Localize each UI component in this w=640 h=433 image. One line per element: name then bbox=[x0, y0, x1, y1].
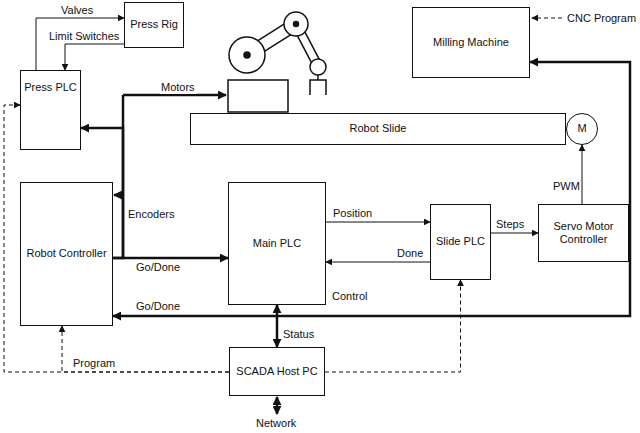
plc-box: Press PLC bbox=[20, 70, 81, 150]
signal-label: PWM bbox=[552, 180, 581, 193]
box-label: Milling Machine bbox=[430, 36, 512, 49]
signal-connector bbox=[491, 233, 538, 234]
robot-arm bbox=[228, 12, 326, 112]
slide-box: Robot Slide bbox=[190, 113, 566, 145]
box-label: Robot Controller bbox=[23, 247, 109, 260]
host-pc-box: SCADA Host PC bbox=[229, 347, 325, 396]
signal-label: Program bbox=[72, 357, 116, 370]
signal-connector bbox=[65, 44, 124, 70]
cnc-program-arrow bbox=[532, 18, 562, 19]
signal-label: Valves bbox=[60, 4, 94, 17]
signal-label: Control bbox=[331, 290, 368, 303]
program-link bbox=[62, 326, 229, 372]
signal-label: Steps bbox=[495, 218, 525, 231]
signal-connector bbox=[326, 222, 430, 223]
machine-box: Milling Machine bbox=[412, 7, 530, 78]
box-label: M bbox=[574, 122, 589, 135]
signal-connector bbox=[582, 145, 583, 204]
signal-label: Network bbox=[255, 417, 297, 430]
signal-label: Go/Done bbox=[135, 261, 181, 274]
box-label: Servo Motor Controller bbox=[539, 220, 628, 246]
signal-connector bbox=[36, 18, 124, 70]
press-rig-box: Press Rig bbox=[124, 2, 184, 48]
box-label: Main PLC bbox=[250, 237, 304, 250]
signal-connector bbox=[276, 305, 279, 347]
signal-label: CNC Program bbox=[566, 12, 637, 25]
signal-connector bbox=[113, 62, 630, 316]
program-link bbox=[325, 280, 461, 372]
signal-connector bbox=[113, 257, 228, 260]
box-label: Press Rig bbox=[127, 18, 181, 31]
signal-connector bbox=[326, 262, 430, 263]
signal-label: Go/Done bbox=[135, 300, 181, 313]
box-label: Press PLC bbox=[21, 81, 80, 94]
controller-box: Robot Controller bbox=[20, 182, 113, 326]
plc-box: Slide PLC bbox=[430, 204, 491, 280]
signal-label: Motors bbox=[160, 81, 196, 94]
signal-label: Encoders bbox=[127, 208, 175, 221]
box-label: SCADA Host PC bbox=[233, 365, 320, 378]
plc-box: Main PLC bbox=[228, 182, 326, 305]
network-arrow bbox=[276, 397, 279, 414]
signal-label: Position bbox=[332, 207, 373, 220]
signal-label: Status bbox=[282, 328, 315, 341]
signal-label: Done bbox=[396, 247, 424, 260]
box-label: Slide PLC bbox=[433, 235, 488, 248]
signal-label: Limit Switches bbox=[48, 30, 120, 43]
motor-circle: M bbox=[566, 113, 598, 145]
controller-box: Servo Motor Controller bbox=[538, 204, 629, 262]
box-label: Robot Slide bbox=[347, 122, 410, 135]
